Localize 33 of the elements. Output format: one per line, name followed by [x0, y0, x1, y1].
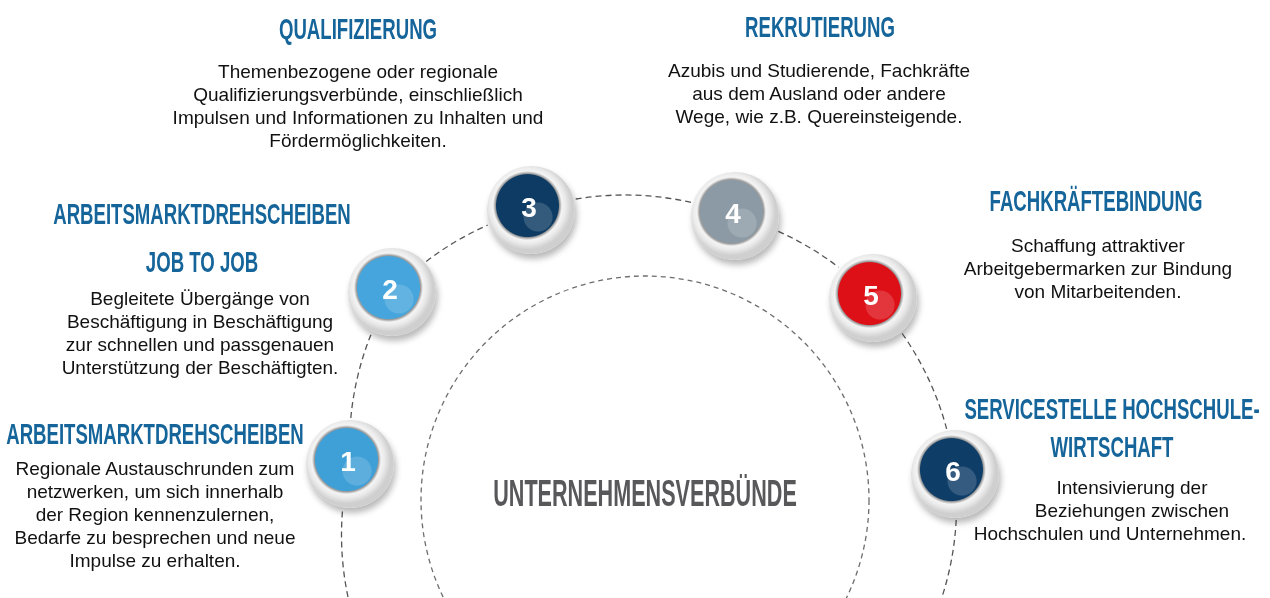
- description-text: Themenbezogene oder regionale Qualifizierungsverbünde, einschließlich Impulsen und Informationen zu Inhalten und Fördermöglichkeiten.: [171, 60, 545, 152]
- numbered-circle: [691, 172, 779, 260]
- section-heading: SERVICESTELLE HOCHSCHULE-WIRTSCHAFT: [963, 391, 1261, 465]
- numbered-circle: [911, 430, 999, 518]
- step-number: 2: [382, 275, 398, 305]
- section-heading: QUALIFIZIERUNG: [278, 12, 438, 46]
- description-text: Schaffung attraktiver Arbeitgebermarken zur Bindung von Mitarbeitenden.: [962, 234, 1234, 303]
- section-heading: ARBEITSMARKTDREHSCHEIBEN: [6, 417, 304, 451]
- dashed-connector: [350, 332, 373, 419]
- dashed-connector: [777, 230, 840, 268]
- description-text: Intensivierung der Beziehungen zwischen Hochschulen und Unternehmen.: [972, 476, 1248, 545]
- section-heading: ARBEITSMARKTDREHSCHEIBEN: [53, 197, 351, 231]
- numbered-circle: [487, 166, 575, 254]
- step-number: 4: [725, 199, 741, 229]
- dashed-connector: [575, 194, 692, 204]
- description-text: Azubis und Studierende, Fachkräfte aus dem Ausland oder andere Wege, wie z.B. Quereinsteigende.: [666, 59, 972, 128]
- center-title: UNTERNEHMENSVERBÜNDE: [493, 474, 797, 514]
- dashed-connector: [340, 508, 349, 598]
- description-text: Regionale Austauschrunden zum netzwerken, um sich innerhalb der Region kennenzulernen, Bedarfe zu besprechen und neue Impulse zu erhalten.: [13, 457, 297, 572]
- dashed-connector: [901, 332, 948, 430]
- dashed-connector: [425, 224, 489, 263]
- section-heading: JOB TO JOB: [145, 245, 259, 279]
- step-number: 1: [340, 447, 356, 477]
- numbered-circle: [348, 248, 436, 336]
- step-number: 3: [521, 193, 537, 223]
- step-number: 6: [945, 457, 961, 487]
- numbered-circle: [829, 254, 917, 342]
- description-text: Begleitete Übergänge von Beschäftigung in Beschäftigung zur schnellen und passgenauen Unterstützung der Beschäftigten.: [60, 287, 340, 379]
- step-number: 5: [863, 281, 879, 311]
- numbered-circle: [306, 420, 394, 508]
- section-heading: FACHKRÄFTEBINDUNG: [989, 184, 1203, 218]
- dashed-connector: [941, 519, 957, 598]
- section-heading: REKRUTIERUNG: [745, 10, 895, 44]
